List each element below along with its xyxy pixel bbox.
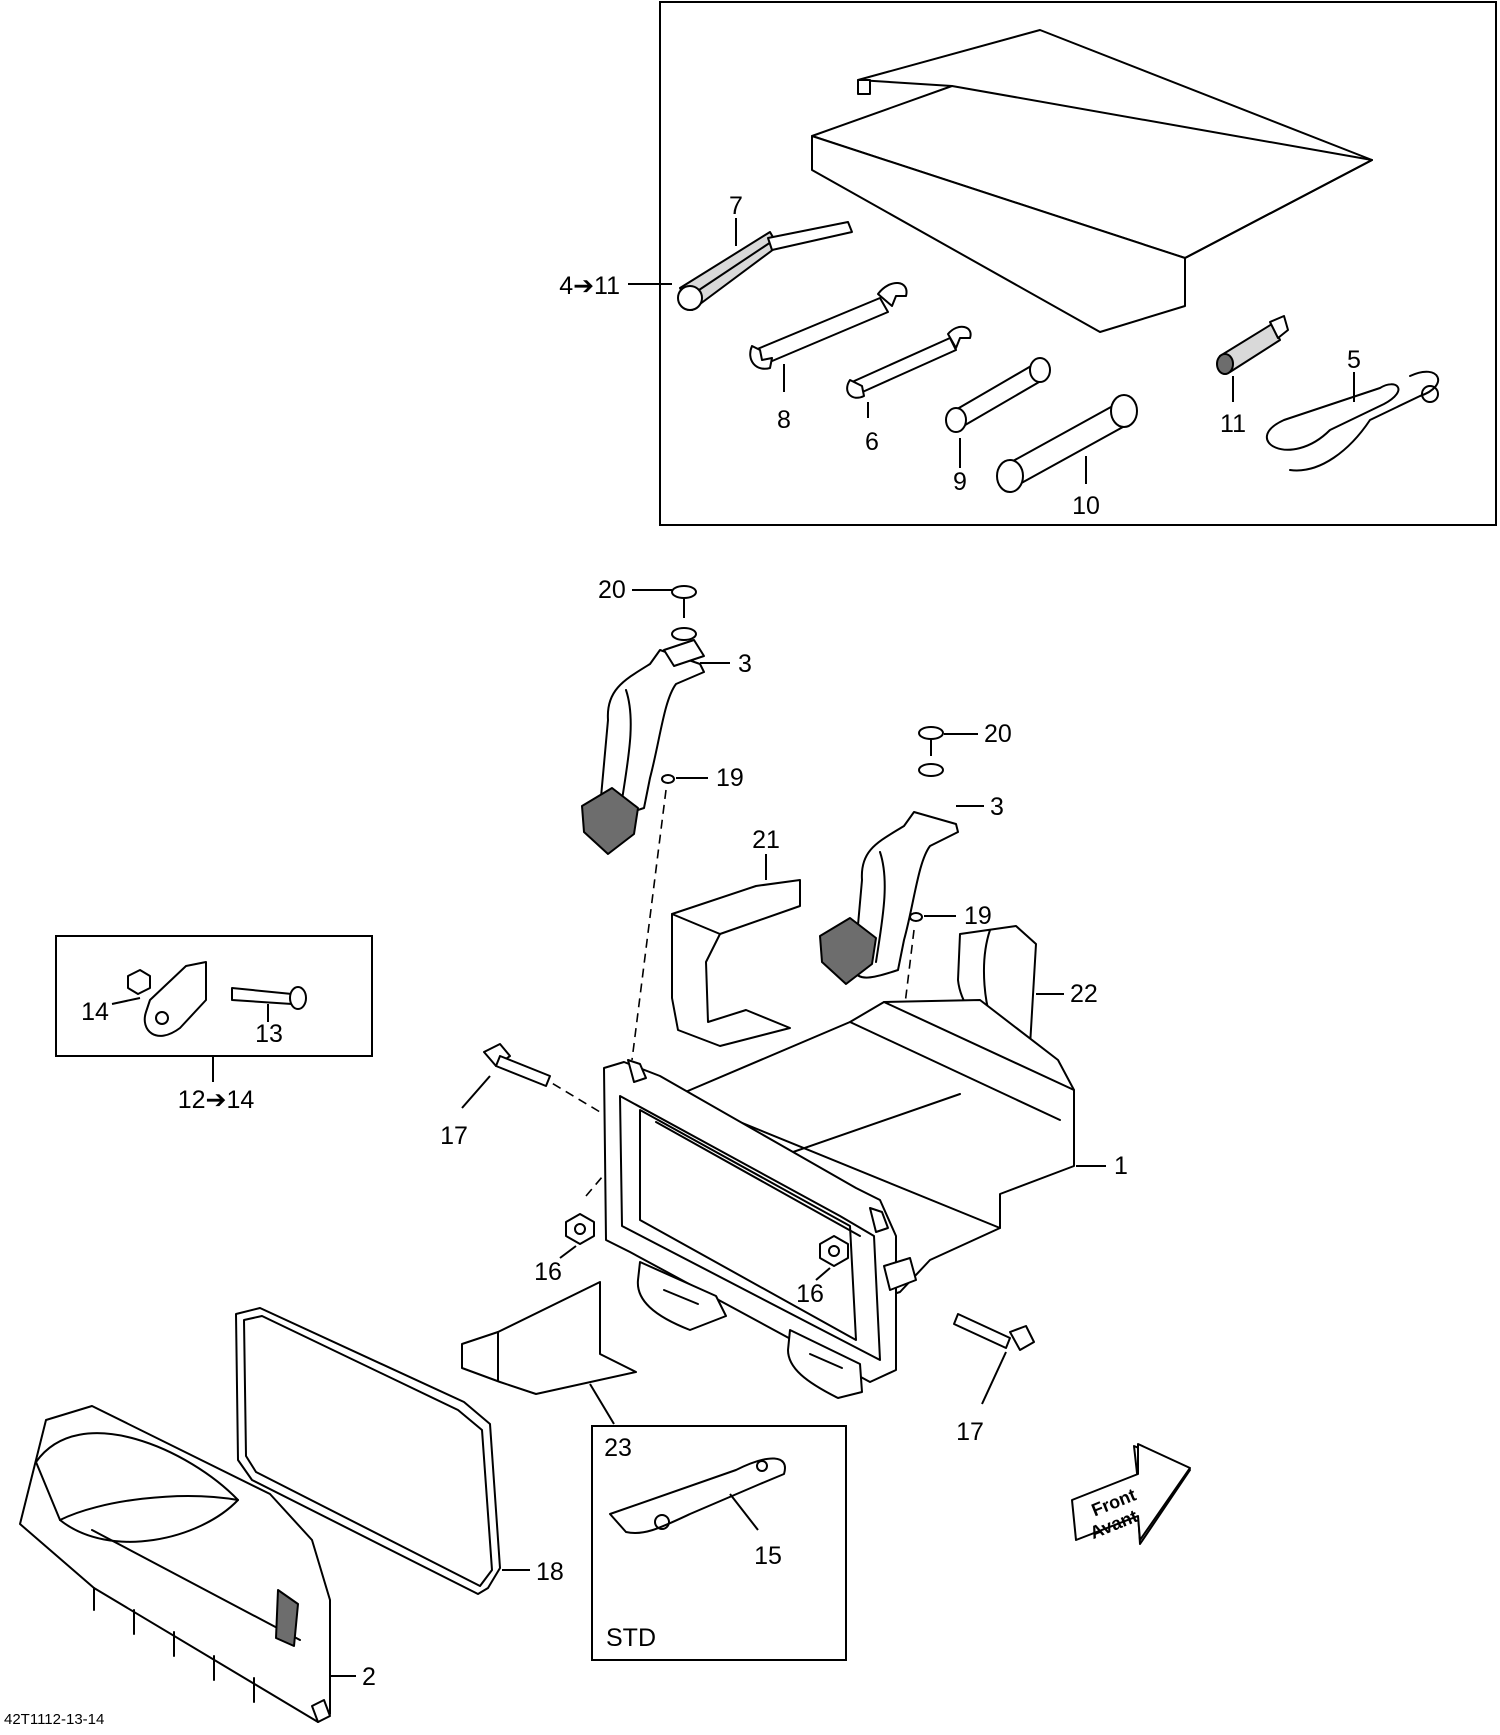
callout-2: 2 [362, 1663, 376, 1691]
callout-21: 21 [752, 826, 780, 854]
fuse-puller [1216, 315, 1289, 375]
bolt-13 [231, 987, 293, 1005]
open-wrench-small [846, 325, 972, 399]
callout-8: 8 [777, 406, 791, 434]
washer-19-right [909, 912, 923, 922]
socket-wrench-large [996, 394, 1138, 493]
std-tool-group: 15 STD [591, 1425, 847, 1661]
tool-kit-frame [659, 1, 1497, 526]
callout-16-left: 16 [534, 1258, 562, 1286]
bracket-kit-group: 14 13 12➔14 [55, 935, 373, 1114]
std-frame [591, 1425, 847, 1661]
callout-11: 11 [1220, 410, 1246, 438]
callout-3-left: 3 [738, 650, 752, 678]
callout-17-right: 17 [956, 1418, 984, 1446]
lid-cover [19, 1405, 331, 1723]
figure-code: 42T1112-13-14 [4, 1711, 104, 1728]
callout-7: 7 [729, 192, 743, 220]
callout-6: 6 [865, 428, 879, 456]
nut-14 [127, 969, 151, 995]
callout-20-left: 20 [598, 576, 626, 604]
pad-21 [671, 879, 801, 1047]
storage-box [565, 999, 1075, 1399]
nut-16-right [819, 1235, 849, 1267]
callout-18: 18 [536, 1558, 564, 1586]
pad-23 [461, 1281, 637, 1395]
callout-14: 14 [81, 998, 109, 1026]
screw-20-right [918, 726, 944, 740]
socket-wrench-small [945, 357, 1051, 433]
bracket-kit-frame [55, 935, 373, 1057]
handle-left [581, 585, 705, 855]
screw-20-left [671, 585, 697, 599]
pliers [1266, 370, 1440, 472]
callout-20-right: 20 [984, 720, 1012, 748]
callout-3-right: 3 [990, 793, 1004, 821]
callout-17-left: 17 [440, 1122, 468, 1150]
bolt-17-left [483, 1043, 551, 1087]
std-label: STD [606, 1624, 656, 1652]
gasket [235, 1307, 501, 1595]
callout-22: 22 [1070, 980, 1098, 1008]
callout-9: 9 [953, 468, 967, 496]
bracket [143, 961, 207, 1037]
callout-4-11: 4➔11 [559, 272, 620, 300]
tool-kit-group: 7 8 6 9 10 11 5 4➔11 [559, 1, 1497, 526]
nut-16-left [565, 1213, 595, 1245]
front-direction-badge: Front Avant [1071, 1443, 1191, 1545]
callouts: 20 3 19 20 3 19 21 22 1 17 16 16 17 23 1… [330, 576, 1128, 1691]
callout-19-left: 19 [716, 764, 744, 792]
callout-19-right: 19 [964, 902, 992, 930]
callout-10: 10 [1072, 492, 1100, 520]
washer-19-left [661, 774, 675, 784]
callout-16-right: 16 [796, 1280, 824, 1308]
handle-right [819, 726, 959, 985]
callout-13: 13 [255, 1020, 283, 1048]
callout-12-14: 12➔14 [178, 1086, 255, 1114]
bolt-17-right [953, 1313, 1035, 1351]
open-wrench-large [749, 282, 908, 370]
callout-1: 1 [1114, 1152, 1128, 1180]
callout-23: 23 [604, 1434, 632, 1462]
tool-pouch [811, 29, 1373, 333]
callout-15: 15 [754, 1542, 782, 1570]
callout-5: 5 [1347, 346, 1361, 374]
screwdriver [677, 221, 853, 311]
